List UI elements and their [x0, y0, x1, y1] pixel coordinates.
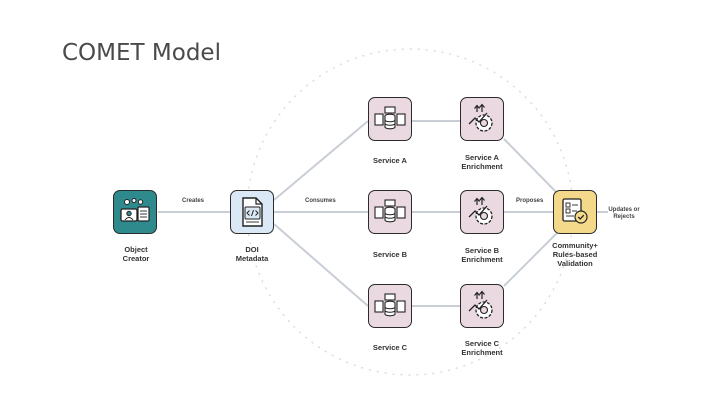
gear-growth-icon — [468, 103, 493, 132]
connector-doi-service-a — [273, 120, 369, 201]
documents-database-icon — [374, 293, 406, 317]
object-creator-node — [113, 190, 157, 234]
service-b-node — [368, 190, 412, 234]
doi-metadata-node — [230, 190, 274, 234]
page-title: COMET Model — [62, 40, 221, 66]
edge-label-proposes: Proposes — [516, 198, 544, 204]
edge-label-updates-or-rejects: Updates or Rejects — [608, 207, 640, 220]
documents-database-icon — [374, 106, 406, 130]
object-creator-label: Object Creator — [122, 245, 150, 263]
community-validation-node — [553, 190, 597, 234]
service-c-enrichment-node — [460, 284, 504, 328]
service-a-node — [368, 97, 412, 141]
doi-metadata-label: DOI Metadata — [235, 245, 269, 263]
gear-growth-icon — [468, 196, 493, 225]
service-b-enrichment-label: Service B Enrichment — [461, 246, 503, 264]
code-document-icon — [242, 197, 263, 227]
service-b-enrichment-node — [460, 190, 504, 234]
edge-label-creates: Creates — [182, 198, 205, 204]
service-b-label: Service B — [372, 250, 408, 259]
connector-enrich-a-community — [503, 138, 561, 197]
service-a-enrichment-label: Service A Enrichment — [461, 153, 503, 171]
service-c-node — [368, 284, 412, 328]
edge-label-consumes: Consumes — [305, 198, 336, 204]
service-c-label: Service C — [372, 343, 408, 352]
checked-document-icon — [562, 198, 588, 224]
gear-growth-icon — [468, 290, 493, 319]
connector-enrich-c-community — [503, 229, 561, 287]
documents-database-icon — [374, 199, 406, 223]
service-c-enrichment-label: Service C Enrichment — [461, 339, 503, 357]
community-validation-label: Community+ Rules-based Validation — [552, 241, 598, 268]
person-with-documents-icon — [120, 198, 150, 222]
connector-doi-service-c — [273, 223, 369, 307]
service-a-enrichment-node — [460, 97, 504, 141]
service-a-label: Service A — [373, 156, 407, 165]
